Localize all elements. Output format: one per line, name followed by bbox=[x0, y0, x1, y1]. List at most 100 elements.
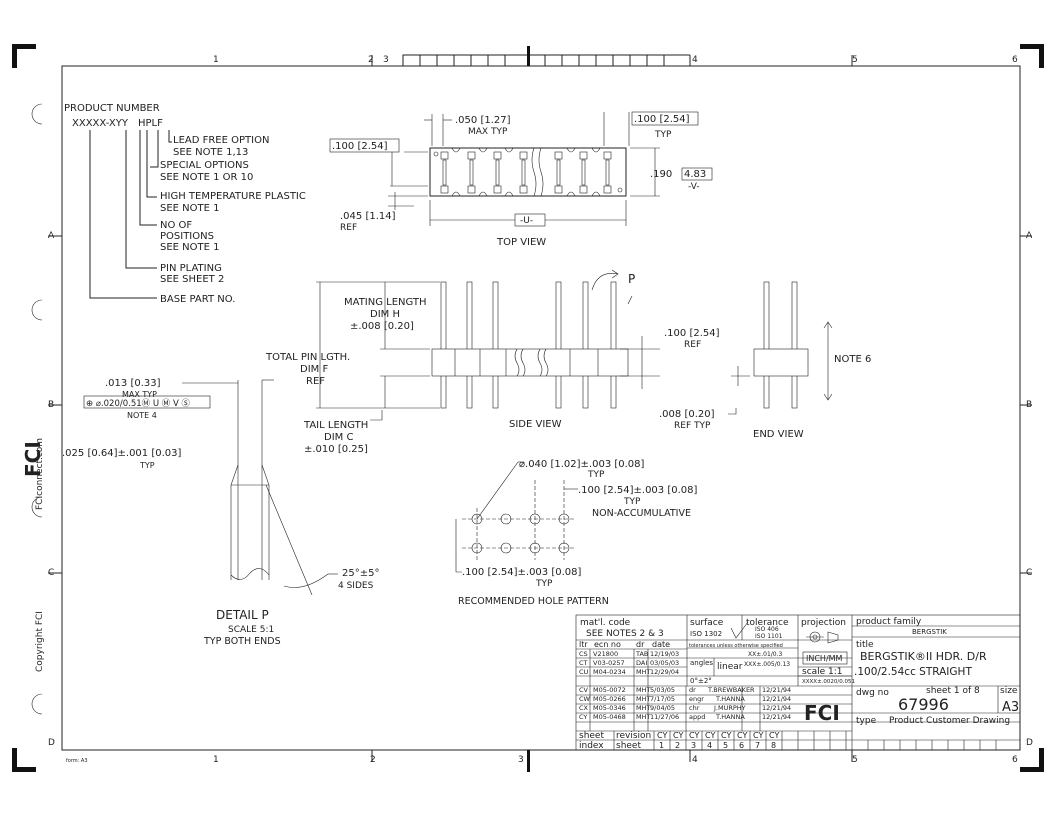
callouts-no-of: NO OF bbox=[160, 220, 192, 231]
side-view-ref-typ: REF TYP bbox=[674, 421, 711, 431]
title-block-roles-1-date: 12/21/94 bbox=[762, 695, 791, 703]
title-block-title-label: title bbox=[856, 640, 874, 650]
top-view-dim-pitch-050: .050 [1.27] bbox=[455, 115, 511, 126]
title-block-revision-label: revision bbox=[616, 731, 651, 741]
top-view-title: TOP VIEW bbox=[496, 237, 546, 248]
side-view-mating-length: MATING LENGTH bbox=[344, 297, 427, 308]
frame-top-numbers-2: 3 bbox=[383, 55, 389, 65]
frame-side-letters-2: C bbox=[48, 568, 54, 578]
hole-pattern-typ1: TYP bbox=[587, 470, 605, 480]
title-block-sheet-revs-5: CY bbox=[737, 731, 747, 740]
side-view-dim-100: .100 [2.54] bbox=[664, 328, 720, 339]
detail-typ-both: TYP BOTH ENDS bbox=[203, 636, 281, 647]
hole-pattern-non-acc: NON-ACCUMULATIVE bbox=[592, 508, 691, 519]
title-block-roles-3-date: 12/21/94 bbox=[762, 713, 791, 721]
title-block-hdr-ltr: ltr bbox=[579, 640, 588, 649]
frame-top-numbers-5: 6 bbox=[1012, 55, 1018, 65]
top-view-dim-v: -V- bbox=[688, 182, 700, 192]
title-block-title-line2: .100/2.54cc STRAIGHT bbox=[854, 666, 972, 678]
frame-top-numbers-4: 5 bbox=[852, 55, 858, 65]
top-view-dim-483: 4.83 bbox=[684, 169, 706, 180]
title-block-linear: linear bbox=[717, 662, 743, 672]
frame-top-numbers-3: 4 bbox=[692, 55, 698, 65]
title-block-sheet-nums-2: 3 bbox=[691, 741, 696, 750]
corner-marks bbox=[12, 44, 1044, 772]
callouts-special-options-note: SEE NOTE 1 OR 10 bbox=[160, 172, 253, 183]
side-view-dim-h: DIM H bbox=[370, 309, 400, 320]
title-block-type: Product Customer Drawing bbox=[889, 716, 1010, 726]
frame-bottom-numbers-5: 6 bbox=[1012, 755, 1018, 765]
title-block-revisions-2-date: 12/29/04 bbox=[650, 668, 679, 676]
detail-max-typ: MAX TYP bbox=[122, 390, 157, 399]
title-block-revisions-5-ltr: CX bbox=[579, 704, 589, 712]
detail-angle: 25°±5° bbox=[342, 568, 379, 579]
title-block-revisions-3-ecn: M05-0072 bbox=[593, 686, 626, 694]
title-block-revisions-1-date: 03/05/03 bbox=[650, 659, 679, 667]
end-view: NOTE 6 END VIEW bbox=[728, 281, 871, 440]
detail-dim-025: .025 [0.64]±.001 [0.03] bbox=[62, 448, 182, 459]
title-block-roles-3-role: appd bbox=[689, 713, 705, 721]
title-block-sheet-of: sheet 1 of 8 bbox=[926, 686, 980, 696]
title-block-revisions-0-ltr: CS bbox=[579, 650, 588, 658]
title-block-sheet-revs-6: CY bbox=[753, 731, 763, 740]
title-block-revisions-6-date: 11/27/06 bbox=[650, 713, 679, 721]
title-block-revisions-4-date: 7/17/05 bbox=[650, 695, 675, 703]
frame-top-numbers-1: 2 bbox=[368, 55, 374, 65]
frame-side-letters-1: B bbox=[1026, 400, 1032, 410]
title-block-dwg-no: 67996 bbox=[898, 695, 949, 714]
top-view-dim-100-left: .100 [2.54] bbox=[332, 141, 388, 152]
side-view: P MATING LENGTH DIM H ±.008 [0.20] TOTAL… bbox=[265, 269, 720, 455]
side-view-tail-length: TAIL LENGTH bbox=[303, 420, 368, 431]
title-block-revisions-0-dr: TAB bbox=[635, 650, 648, 658]
title-block-revisions-4-ecn: M05-0266 bbox=[593, 695, 626, 703]
top-view-dim-190: .190 bbox=[650, 169, 672, 180]
title-block-revisions-1-dr: DAI bbox=[636, 659, 647, 667]
title-block-angles: angles bbox=[690, 659, 713, 667]
title-block-type-label: type bbox=[856, 716, 877, 726]
title-block-revisions-6-ltr: CY bbox=[579, 713, 587, 721]
frame-top-numbers-0: 1 bbox=[213, 55, 219, 65]
title-block-hdr-date: date bbox=[652, 640, 670, 649]
title-block-sheet-nums-5: 6 bbox=[739, 741, 744, 750]
side-view-ref2: REF bbox=[684, 340, 701, 350]
title-block-sheet-nums-1: 2 bbox=[675, 741, 680, 750]
end-view-title: END VIEW bbox=[753, 429, 804, 440]
detail-title: DETAIL P bbox=[216, 608, 269, 622]
title-block-roles-1-role: engr bbox=[689, 695, 704, 703]
title-block-revisions-3-dr: MHT bbox=[636, 686, 650, 694]
title-block: mat'l. code SEE NOTES 2 & 3 surface ISO … bbox=[575, 614, 1021, 751]
title-block-revisions-5-dr: MHT bbox=[636, 704, 650, 712]
hole-pattern-typ3: TYP bbox=[535, 579, 553, 589]
side-view-p-label: P bbox=[628, 272, 635, 286]
title-block-revisions-4-ltr: CW bbox=[579, 695, 591, 703]
frame-bottom-numbers-1: 2 bbox=[370, 755, 376, 765]
frame-side-letters-0: A bbox=[48, 231, 55, 241]
title-block-hdr-ecn: ecn no bbox=[594, 640, 621, 649]
title-block-revisions-6-dr: MHT bbox=[636, 713, 650, 721]
detail-p: .013 [0.33] MAX TYP ⊕ ⌀.020/0.51Ⓜ U Ⓜ V … bbox=[62, 378, 379, 647]
title-block-see-notes: SEE NOTES 2 & 3 bbox=[586, 629, 664, 639]
side-view-dim-f: DIM F bbox=[300, 364, 328, 375]
title-block-index-label: index bbox=[579, 741, 604, 751]
title-block-revisions-3-ltr: CV bbox=[579, 686, 589, 694]
frame-form-label: form: A3 bbox=[66, 758, 88, 764]
title-block-sheet-nums-6: 7 bbox=[755, 741, 760, 750]
detail-tolerance-frame: ⊕ ⌀.020/0.51Ⓜ U Ⓜ V Ⓢ bbox=[86, 399, 191, 409]
top-view: .050 [1.27] MAX TYP .100 [2.54] TYP .100… bbox=[329, 111, 713, 248]
top-view-dim-045: .045 [1.14] bbox=[340, 211, 396, 222]
title-block-revisions-3-date: 5/03/05 bbox=[650, 686, 675, 694]
title-block-size-label: size bbox=[1000, 686, 1018, 696]
callouts-base-part: BASE PART NO. bbox=[160, 294, 235, 305]
frame-side-letters-0: A bbox=[1026, 231, 1033, 241]
title-block-revisions-5-ecn: M05-0346 bbox=[593, 704, 626, 712]
title-block-product-family-label: product family bbox=[856, 617, 922, 627]
detail-note4: NOTE 4 bbox=[127, 411, 157, 420]
top-view-ref: REF bbox=[340, 223, 357, 233]
side-view-total-pin: TOTAL PIN LGTH. bbox=[265, 352, 350, 363]
callouts-pin-plating: PIN PLATING bbox=[160, 263, 222, 274]
part-code: XXXXX-XYY bbox=[72, 118, 129, 129]
title-block-roles-2-date: 12/21/94 bbox=[762, 704, 791, 712]
title-block-tol-xxx: XXXX±.0020/0.051 bbox=[802, 679, 855, 685]
detail-scale: SCALE 5:1 bbox=[228, 625, 274, 635]
side-view-dim-h-tol: ±.008 [0.20] bbox=[350, 321, 414, 332]
